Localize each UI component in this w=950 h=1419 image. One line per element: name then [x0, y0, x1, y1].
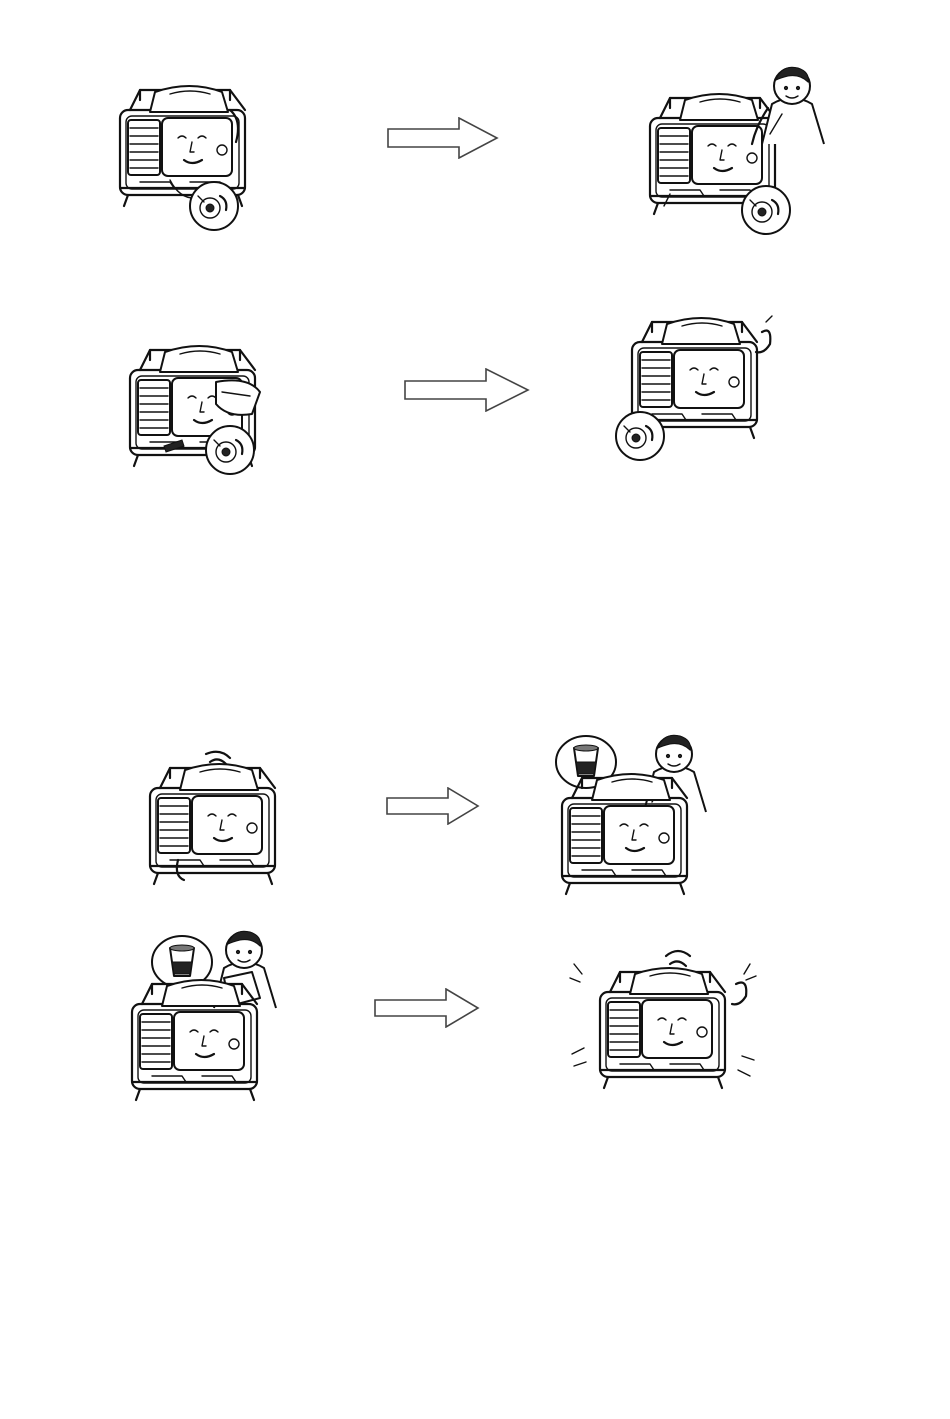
right-arrow-icon — [374, 988, 480, 1028]
person-pouring-oil-illustration — [120, 928, 282, 1100]
right-arrow-icon — [404, 368, 530, 412]
right-arrow-icon — [386, 787, 480, 825]
person-checking-oil-level-illustration — [548, 728, 722, 898]
generator-oil-cap-illustration — [140, 748, 280, 886]
generator-running-happy-illustration — [566, 944, 762, 1090]
person-turning-fuel-valve-illustration — [640, 64, 845, 244]
generator-fuel-valve-illustration — [110, 70, 260, 235]
generator-switch-on-illustration — [612, 302, 780, 470]
generator-engine-switch-illustration — [120, 322, 270, 482]
right-arrow-icon — [387, 117, 499, 159]
